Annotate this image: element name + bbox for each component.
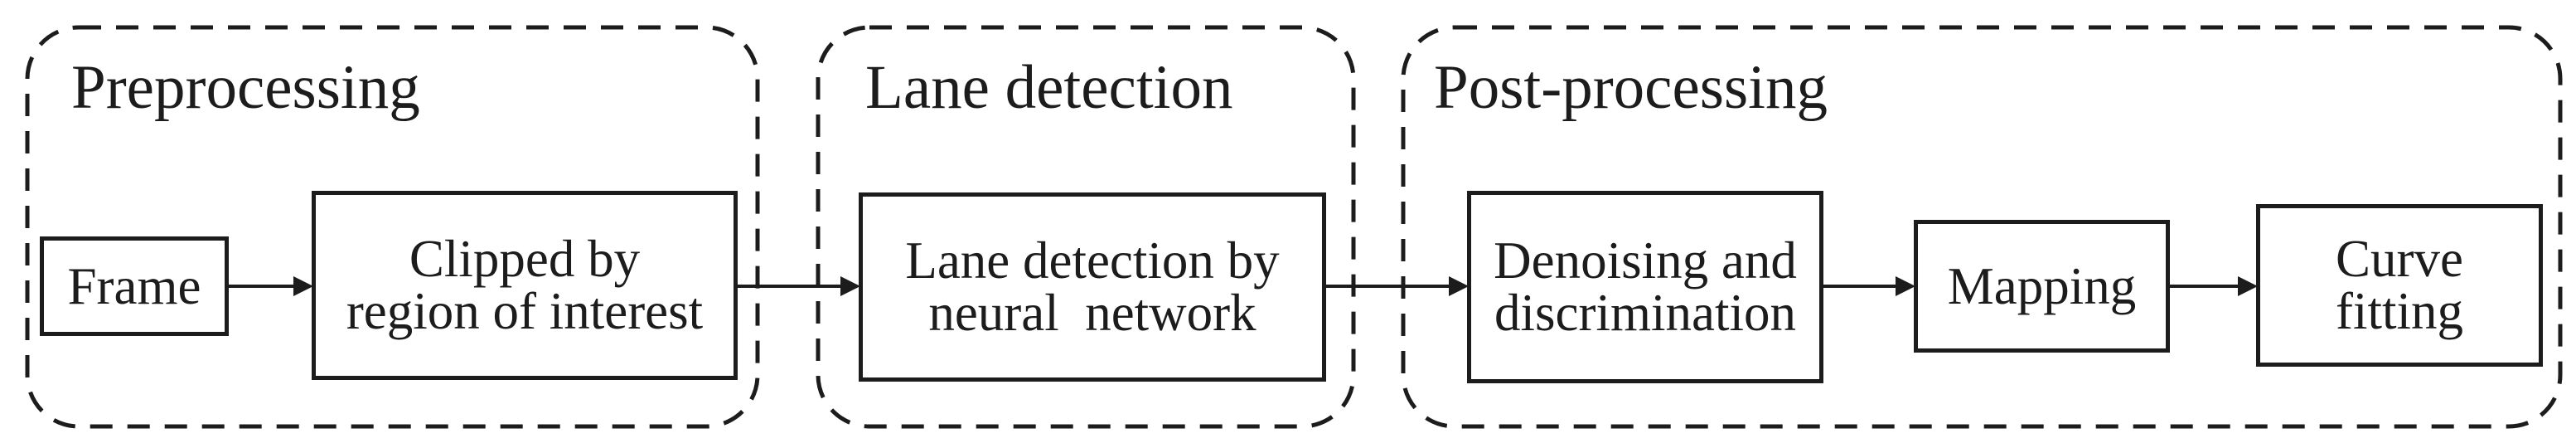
arrow-mapping-to-curve xyxy=(2170,276,2258,296)
node-lane-detection-by-neural-network: Lane detection by neural network xyxy=(859,192,1326,382)
node-curve-fitting: Curve fitting xyxy=(2256,204,2543,367)
group-title-lane-detection: Lane detection xyxy=(865,53,1233,122)
node-denoising-and-discrimination: Denoising and discrimination xyxy=(1467,191,1823,383)
group-preprocessing-border xyxy=(25,25,760,429)
node-mapping: Mapping xyxy=(1914,220,2170,353)
arrow-denoising-to-mapping xyxy=(1823,276,1915,296)
node-clipped-by-region-of-interest: Clipped by region of interest xyxy=(312,191,738,380)
node-frame: Frame xyxy=(40,236,229,336)
group-lane-detection-border xyxy=(816,25,1356,429)
arrow-frame-to-clipped xyxy=(229,276,313,296)
arrow-lane-nn-to-denoising xyxy=(1326,276,1469,296)
arrow-clipped-to-lane-nn xyxy=(738,276,860,296)
group-title-post-processing: Post-processing xyxy=(1434,53,1828,122)
group-post-processing-border xyxy=(1401,25,2563,429)
group-title-preprocessing: Preprocessing xyxy=(71,53,420,122)
